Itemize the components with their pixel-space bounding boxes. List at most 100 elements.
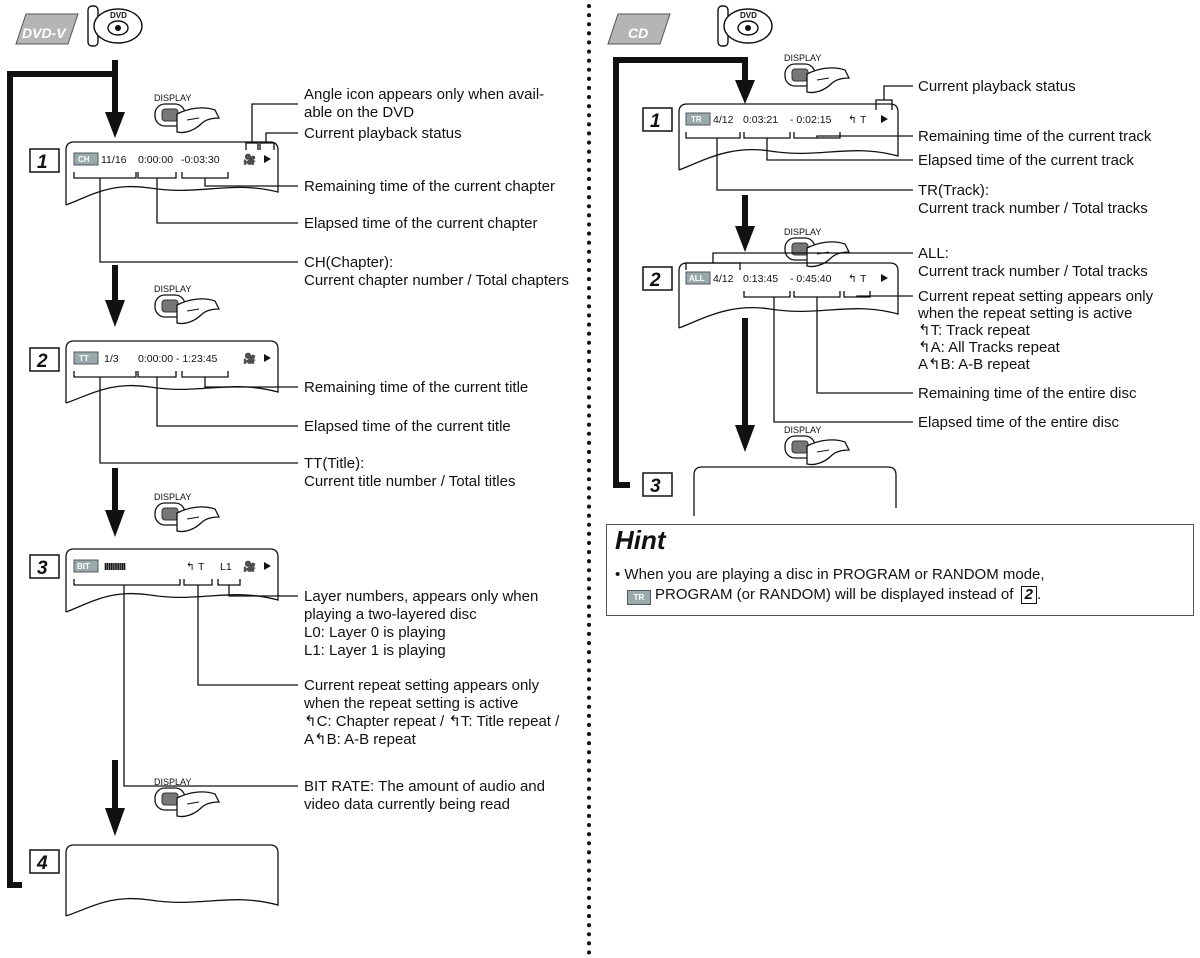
- note-repeat-line2: when the repeat setting is active: [303, 695, 518, 712]
- note-elapsed-chapter: Elapsed time of the current chapter: [304, 215, 537, 232]
- cd-osd-screen-3: [693, 466, 897, 516]
- repeat-value: T: [198, 561, 205, 573]
- note-remaining-title: Remaining time of the current title: [304, 379, 528, 396]
- cd-display-button-1: [784, 63, 850, 94]
- repeat-icon: ↰: [186, 561, 195, 573]
- cd-note-all-line1: ALL:: [918, 245, 949, 262]
- note-tt-line1: TT(Title):: [304, 455, 364, 472]
- cd-display-button-2: [784, 237, 850, 268]
- cd-note-repeat-line4: ↰A: All Tracks repeat: [918, 339, 1061, 356]
- dvd-display-label-1: DISPLAY: [154, 93, 191, 103]
- chapter-remaining: -0:03:30: [181, 154, 220, 166]
- cd1-repeat-icon: ↰: [848, 114, 857, 126]
- dvd-step-2: 2: [29, 347, 60, 372]
- cd-note-all-line2: Current track number / Total tracks: [918, 263, 1148, 280]
- cd-disc-icon: DVD: [717, 5, 773, 47]
- cd-note-remaining-disc: Remaining time of the entire disc: [918, 385, 1137, 402]
- note-bitrate-line2: video data currently being read: [304, 796, 510, 813]
- angle-icon-2: 🎥: [243, 352, 256, 365]
- all-badge: ALL: [689, 274, 705, 283]
- hint-tr-badge: TR: [627, 590, 651, 605]
- cd-display-button-3: [784, 435, 850, 466]
- svg-text:3: 3: [650, 476, 661, 497]
- note-layer-line1: Layer numbers, appears only when: [304, 588, 538, 605]
- svg-text:2: 2: [649, 270, 661, 291]
- cd1-repeat: T: [860, 114, 867, 126]
- play-icon-2: [264, 354, 271, 362]
- play-icon-3: [264, 562, 271, 570]
- cd2-repeat: T: [860, 273, 867, 285]
- svg-text:1: 1: [650, 111, 661, 132]
- cd1-elapsed: 0:03:21: [743, 114, 778, 126]
- cd-note-repeat-line3: ↰T: Track repeat: [918, 322, 1031, 339]
- svg-text:1: 1: [37, 152, 48, 173]
- hint-line2: PROGRAM (or RANDOM) will be displayed in…: [655, 586, 1014, 603]
- cd-loop-line: [613, 57, 745, 488]
- cd2-elapsed: 0:13:45: [743, 273, 778, 285]
- cd-note-elapsed-track: Elapsed time of the current track: [918, 152, 1134, 169]
- dvd-osd-screen-2: TT 1/3 0:00:00 - 1:23:45 🎥: [65, 340, 279, 404]
- cd2-track: 4/12: [713, 273, 734, 285]
- cd-display-label-2: DISPLAY: [784, 227, 821, 237]
- note-angle-line1: Angle icon appears only when avail-: [304, 86, 544, 103]
- cd-step-2: 2: [642, 266, 673, 291]
- dvd-osd-screen-1: CH 11/16 0:00:00 -0:03:30 🎥: [65, 141, 279, 206]
- note-elapsed-title: Elapsed time of the current title: [304, 418, 511, 435]
- dvd-loop-line: [7, 71, 112, 888]
- note-layer-line3: L0: Layer 0 is playing: [304, 624, 446, 641]
- hint-step-ref: 2: [1020, 586, 1037, 604]
- cd1-remaining: - 0:02:15: [790, 114, 832, 126]
- cd-note-repeat-line5: A↰B: A-B repeat: [918, 356, 1031, 373]
- cd-note-elapsed-disc: Elapsed time of the entire disc: [918, 414, 1119, 431]
- cd1-play-icon: [881, 115, 888, 123]
- dvd-osd-screen-3: BIT IIIIIIIIIII ↰ T L1 🎥: [65, 548, 279, 613]
- dvd-display-button-1: [154, 103, 220, 134]
- cd-display-label-3: DISPLAY: [784, 425, 821, 435]
- dvd-display-button-3: [154, 502, 220, 533]
- dvd-step-3: 3: [29, 554, 60, 579]
- tt-badge: TT: [79, 354, 89, 363]
- svg-text:3: 3: [37, 558, 48, 579]
- cd-logo: CD: [607, 13, 671, 45]
- note-layer-line4: L1: Layer 1 is playing: [304, 642, 446, 659]
- dvd-v-logo-text: DVD-V: [22, 25, 67, 41]
- bitrate-meter: IIIIIIIIIII: [104, 561, 126, 573]
- cd-note-tr-line1: TR(Track):: [918, 182, 989, 199]
- title-value: 1/3: [104, 353, 119, 365]
- dvd-disc-icon: DVD: [87, 5, 143, 47]
- note-layer-line2: playing a two-layered disc: [304, 606, 477, 623]
- cd-osd-screen-2: ALL 4/12 0:13:45 - 0:45:40 ↰ T: [678, 262, 899, 329]
- layer-value: L1: [220, 561, 232, 573]
- cd-note-remaining-track: Remaining time of the current track: [918, 128, 1152, 145]
- dvd-step-1: 1: [29, 148, 60, 173]
- cd2-remaining: - 0:45:40: [790, 273, 832, 285]
- cd-step-1: 1: [642, 107, 673, 132]
- chapter-elapsed: 0:00:00: [138, 154, 173, 166]
- dvd-osd-screen-4: [65, 844, 279, 917]
- cd-note-status: Current playback status: [918, 78, 1076, 95]
- angle-icon: 🎥: [243, 153, 256, 166]
- svg-text:2: 2: [36, 351, 48, 372]
- cd-display-label-1: DISPLAY: [784, 53, 821, 63]
- hint-end: .: [1036, 586, 1042, 603]
- dvd-disc-badge: DVD: [110, 11, 127, 20]
- angle-icon-3: 🎥: [243, 560, 256, 573]
- title-times: 0:00:00 - 1:23:45: [138, 353, 218, 365]
- dvd-display-button-4: [154, 787, 220, 818]
- dvd-display-label-3: DISPLAY: [154, 492, 191, 502]
- note-tt-line2: Current title number / Total titles: [304, 473, 515, 490]
- note-angle-line2: able on the DVD: [304, 104, 414, 121]
- note-ch-line2: Current chapter number / Total chapters: [304, 272, 569, 289]
- cd1-track: 4/12: [713, 114, 734, 126]
- svg-text:4: 4: [36, 853, 48, 874]
- cd-note-tr-line2: Current track number / Total tracks: [918, 200, 1148, 217]
- note-playback-status: Current playback status: [304, 125, 462, 142]
- cd-osd-screen-1: TR 4/12 0:03:21 - 0:02:15 ↰ T: [678, 103, 899, 171]
- chapter-value: 11/16: [101, 154, 127, 166]
- note-repeat-line3: ↰C: Chapter repeat / ↰T: Title repeat /: [304, 713, 560, 730]
- cd-disc-badge: DVD: [740, 11, 757, 20]
- note-repeat-line4: A↰B: A-B repeat: [304, 731, 417, 748]
- note-ch-line1: CH(Chapter):: [304, 254, 393, 271]
- bitrate-badge: BIT: [77, 562, 90, 571]
